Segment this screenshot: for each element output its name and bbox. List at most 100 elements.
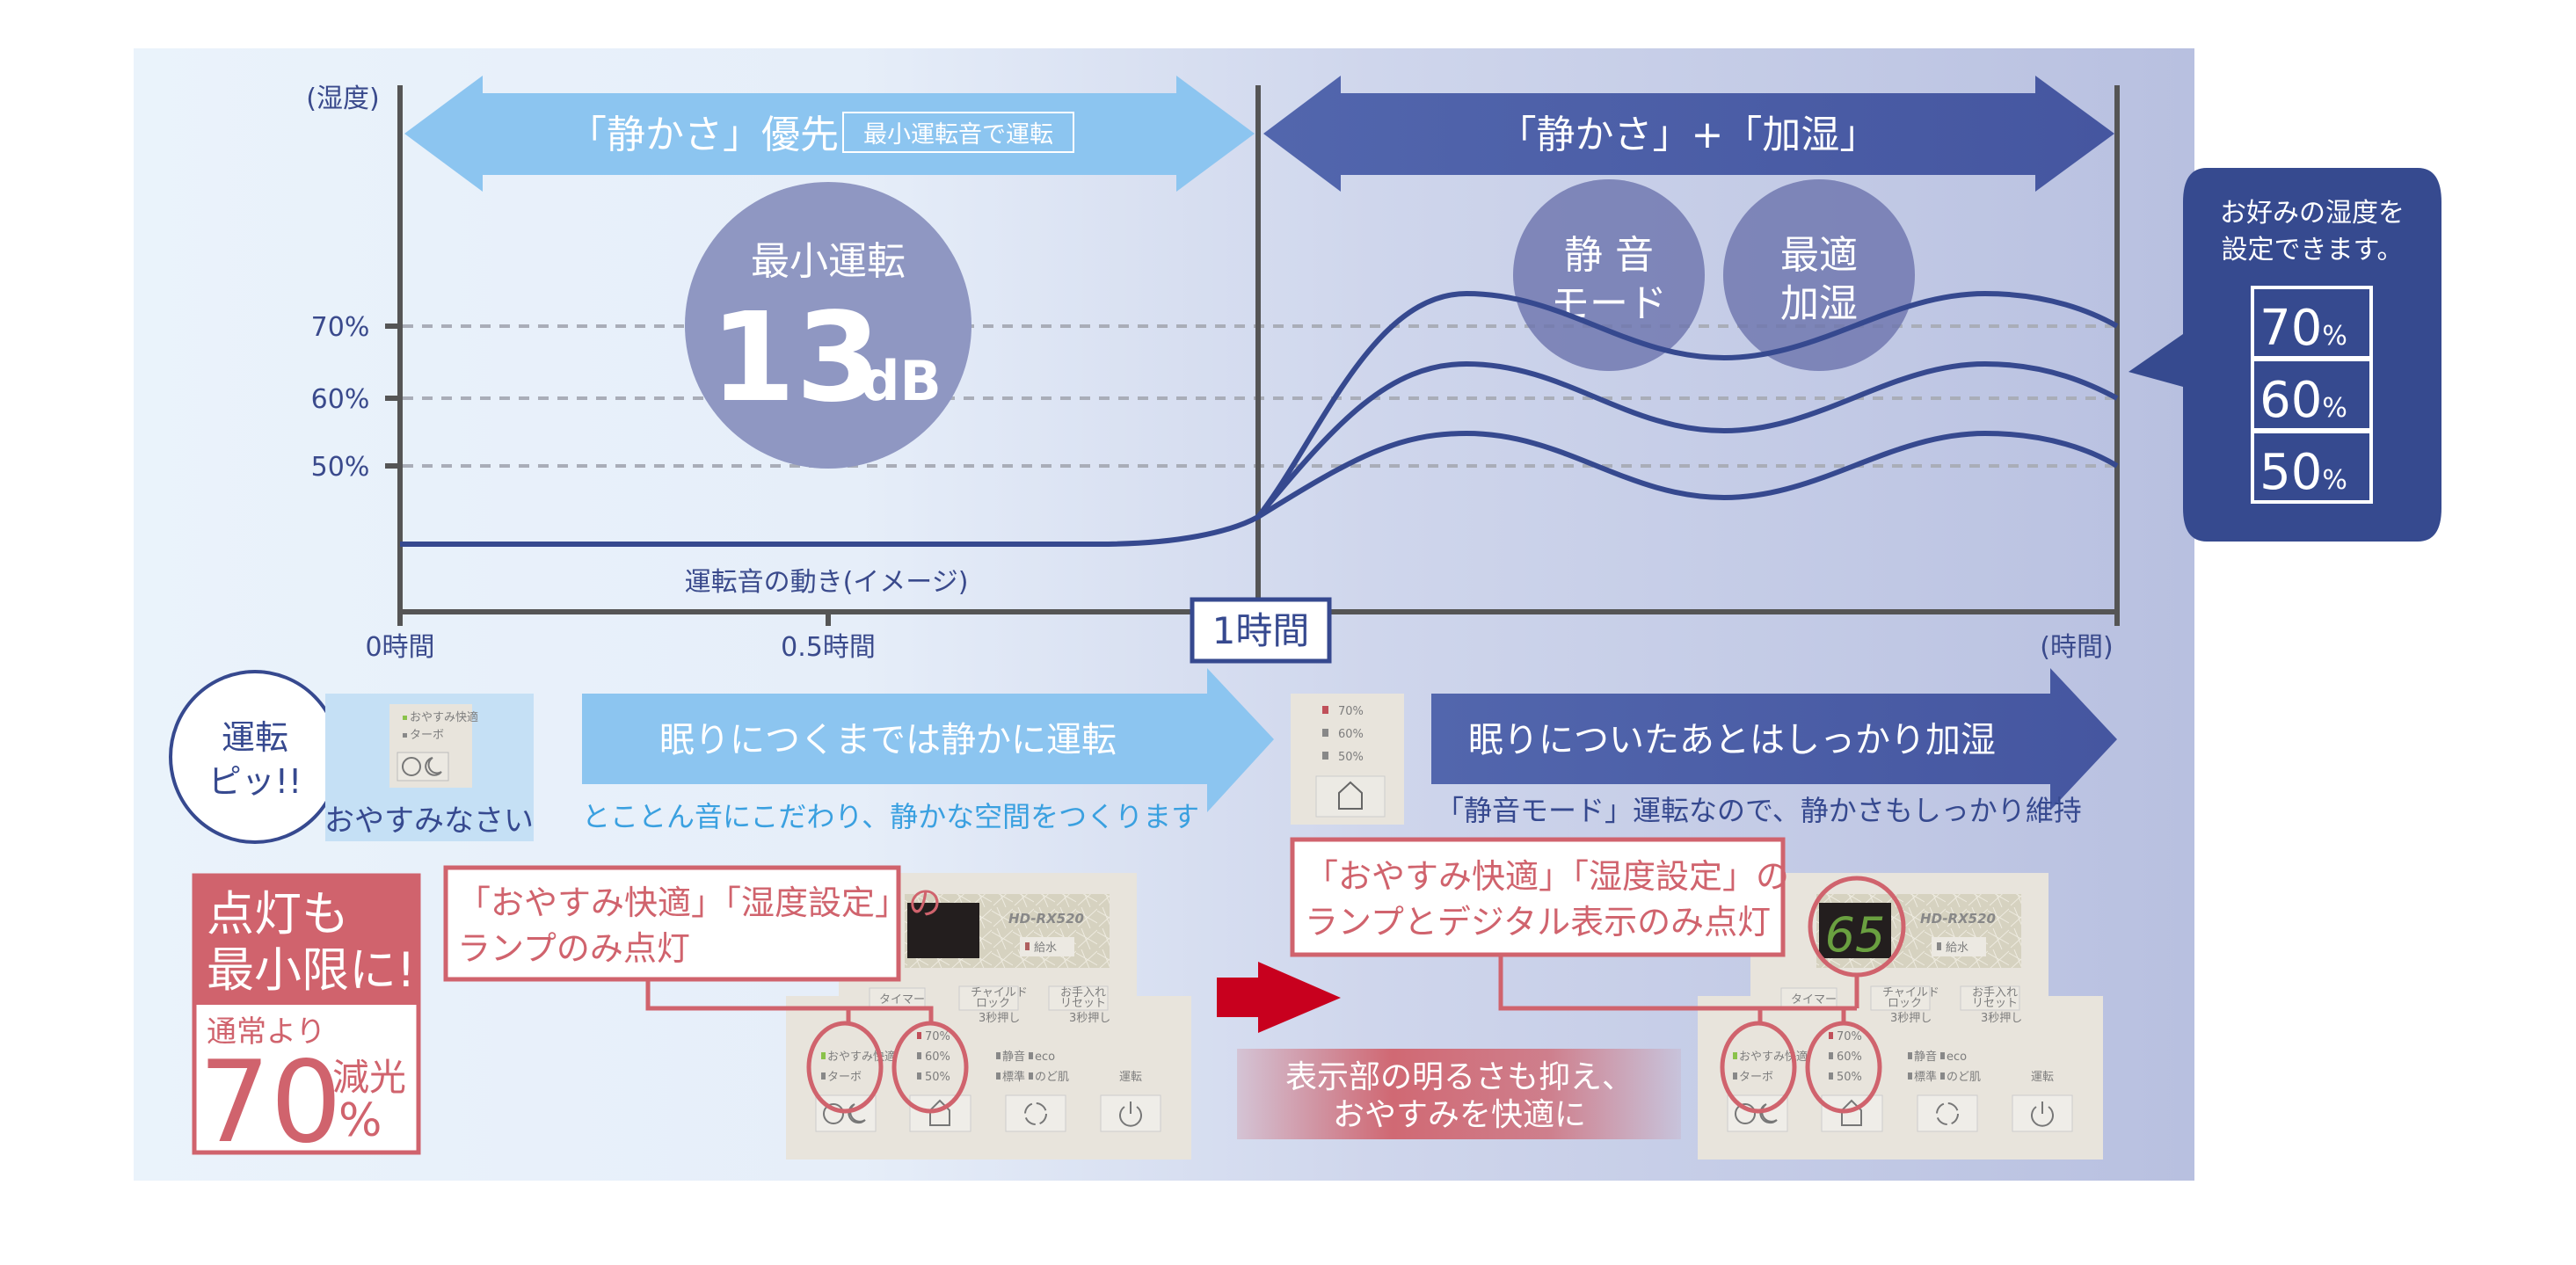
- transition-arrow: [1217, 962, 1341, 1033]
- lamp-turbo: ターボ: [1739, 1071, 1773, 1084]
- mini-lamp-50: 50%: [1338, 751, 1364, 764]
- option-70[interactable]: 70%: [2259, 300, 2347, 357]
- lamp-sleep: おやすみ快適: [1739, 1050, 1808, 1064]
- child-lock-button[interactable]: [1870, 985, 1931, 1011]
- dimming-sub: 通常より: [207, 1014, 325, 1050]
- lamp-50: 50%: [925, 1071, 950, 1084]
- lamp-50: 50%: [1837, 1071, 1862, 1084]
- line-caption: 運転音の動き(イメージ): [685, 567, 969, 598]
- sleep-button[interactable]: [397, 752, 449, 782]
- after-sleep-arrow: [1431, 668, 2117, 811]
- highlight-markers: [645, 876, 1906, 1114]
- y-tick-70: 70%: [311, 312, 370, 343]
- humidity-curves: [400, 290, 2119, 547]
- min-noise-circle: [685, 182, 971, 469]
- after-sleep-title: 眠りについたあとはしっかり加湿: [1468, 720, 1996, 760]
- child-lock-label-2: ロック: [976, 997, 1010, 1010]
- before-sleep-subtitle: とことん音にこだわり、静かな空間をつくります: [582, 800, 1199, 833]
- digital-humidity-readout: 65: [1825, 907, 1886, 963]
- phase1-title: 「静かさ」優先: [568, 113, 839, 157]
- min-noise-value: 13: [710, 287, 882, 430]
- lamp-70: 70%: [1837, 1030, 1862, 1043]
- quiet-mode-line1: 静 音: [1564, 233, 1654, 278]
- lamp-quiet: 静音: [1914, 1050, 1937, 1064]
- x-tick-05: 0.5時間: [781, 632, 876, 663]
- brightness-note-line2: おやすみを快適に: [1333, 1097, 1586, 1133]
- before-sleep-arrow: [582, 668, 1274, 812]
- phase1-arrow: [404, 76, 1255, 192]
- hold-label-2: 3秒押し: [1981, 1012, 2022, 1025]
- after-sleep-subtitle: 「静音モード」運転なので、静かさもしっかり維持: [1436, 794, 2082, 827]
- dimming-title-1: 点灯も: [207, 886, 349, 941]
- min-noise-unit: dB: [861, 349, 942, 413]
- care-reset-label-1: お手入れ: [1060, 986, 1106, 1000]
- timer-label: タイマー: [1791, 993, 1837, 1007]
- humidity-setting-callout: [2128, 168, 2441, 542]
- lamp-sleep: おやすみ快適: [827, 1050, 896, 1064]
- lamp-turbo: ターボ: [827, 1071, 862, 1084]
- child-lock-label-1: チャイルド: [971, 986, 1028, 1000]
- mode-cycle-button[interactable]: [1005, 1094, 1066, 1132]
- mode-cycle-button[interactable]: [1917, 1094, 1978, 1132]
- callout-text-1: お好みの湿度を: [2220, 198, 2405, 229]
- timer-label: タイマー: [879, 993, 925, 1007]
- humidity-option-boxes: [2251, 286, 2373, 504]
- care-reset-label-1: お手入れ: [1972, 986, 2018, 1000]
- mini-lamp-70: 70%: [1338, 705, 1364, 718]
- sleep-mode-button[interactable]: [815, 1094, 877, 1132]
- good-night-label: おやすみなさい: [324, 803, 534, 839]
- callout-right-line1: 「おやすみ快適」「湿度設定」の: [1305, 857, 1789, 896]
- y-axis-label: (湿度): [306, 84, 379, 114]
- run-label: 運転: [1119, 1071, 1142, 1084]
- care-reset-button[interactable]: [1960, 985, 2020, 1011]
- option-50[interactable]: 50%: [2259, 444, 2347, 501]
- display-screen: [1819, 903, 1891, 958]
- curve-50: [1256, 430, 2119, 520]
- care-reset-button[interactable]: [1048, 985, 1109, 1011]
- dimming-suffix: 減光: [332, 1056, 406, 1099]
- brightness-note-band: [1237, 1049, 1681, 1139]
- moon-icon: [425, 757, 442, 776]
- dimming-value: 70: [199, 1037, 342, 1168]
- run-label: 運転: [2031, 1071, 2054, 1084]
- curve-70: [1255, 290, 2119, 519]
- child-lock-label-1: チャイルド: [1882, 986, 1939, 1000]
- option-60[interactable]: 60%: [2259, 372, 2347, 429]
- power-button[interactable]: [2012, 1094, 2073, 1132]
- start-beep-circle: [169, 670, 341, 844]
- care-reset-label-2: リセット: [1060, 997, 1106, 1010]
- lamp-standard: 標準: [1002, 1070, 1025, 1084]
- water-button[interactable]: [1020, 937, 1074, 956]
- sleep-icon: [1735, 1103, 1756, 1124]
- phase1-tag-box: [842, 112, 1074, 153]
- cycle-icon: [1936, 1102, 1959, 1125]
- curve-60: [1255, 360, 2119, 519]
- hold-label-1: 3秒押し: [1890, 1012, 1932, 1025]
- lamp-70: 70%: [925, 1030, 950, 1043]
- water-button[interactable]: [1932, 937, 1986, 956]
- y-tick-50: 50%: [311, 452, 370, 483]
- home-humidity-icon: [1338, 781, 1363, 810]
- lamp-standard: 標準: [1914, 1070, 1937, 1084]
- lamp-quiet: 静音: [1002, 1050, 1025, 1064]
- hold-label-1: 3秒押し: [979, 1012, 1020, 1025]
- dimming-title-2: 最小限に!: [207, 942, 416, 998]
- callout-left-line2: ランプのみ点灯: [457, 929, 690, 968]
- control-panel-right: 65 HD-RX520 給水 タイマー チャイルド ロック お手入れ リセット …: [1698, 873, 2103, 1160]
- optimal-line2: 加湿: [1780, 281, 1858, 326]
- phase2-title: 「静かさ」+「加湿」: [1498, 113, 1879, 157]
- callout-right: [1290, 837, 1786, 957]
- display-screen: [907, 903, 979, 958]
- noise-line: [400, 514, 1260, 547]
- water-label: 給水: [1946, 941, 1968, 955]
- dimming-percent: %: [338, 1094, 382, 1147]
- lamp-throat: のど肌: [1947, 1071, 1981, 1084]
- one-hour-box: [1190, 597, 1332, 664]
- phase2-arrow: [1263, 76, 2114, 192]
- child-lock-button[interactable]: [958, 985, 1019, 1011]
- brightness-note-line1: 表示部の明るさも抑え、: [1285, 1059, 1634, 1095]
- phase1-tag: 最小運転音で運転: [863, 121, 1053, 149]
- before-sleep-title: 眠りにつくまでは静かに運転: [659, 720, 1117, 760]
- care-reset-label-2: リセット: [1972, 997, 2018, 1010]
